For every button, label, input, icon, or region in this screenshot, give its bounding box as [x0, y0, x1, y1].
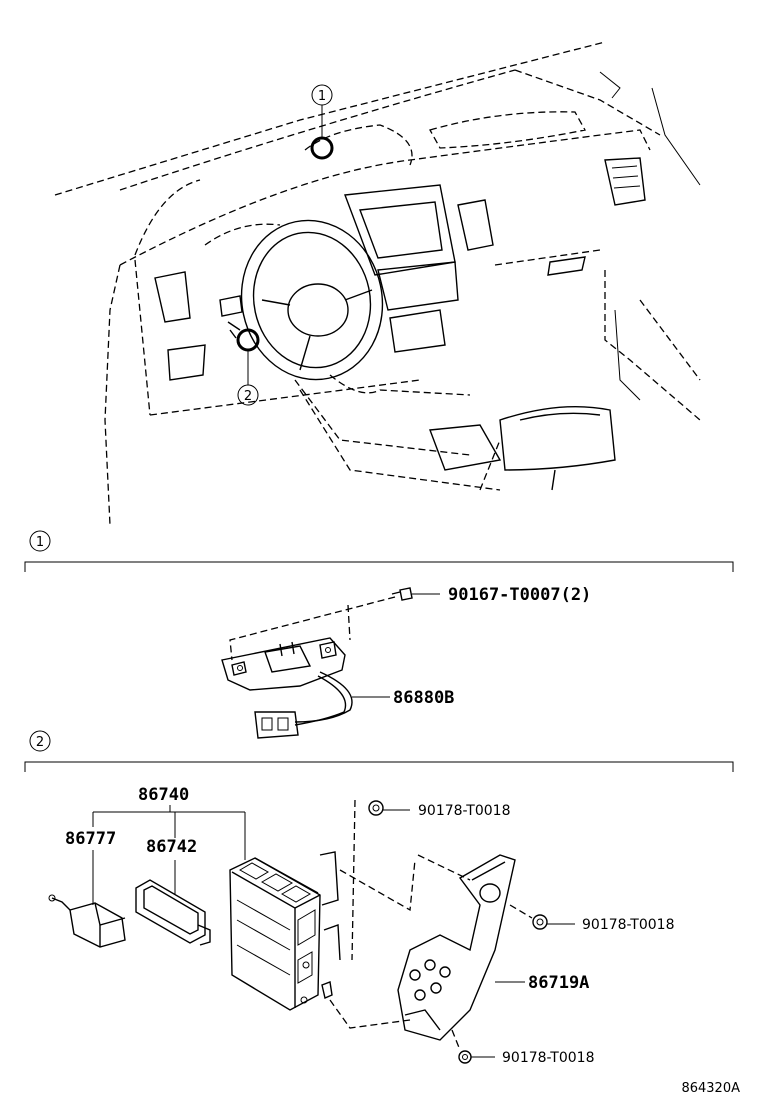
part-label-86719A: 86719A [528, 973, 589, 993]
mounting-bracket-icon [397, 854, 516, 1041]
ecu-module-icon [229, 851, 341, 1011]
nut-icon-top [368, 800, 384, 816]
section-2-marker: 2 [36, 735, 44, 750]
part-label-86742: 86742 [146, 837, 197, 857]
section-2-bracket-line [24, 761, 734, 772]
connector-part-icon [48, 894, 126, 948]
part-label-86880B: 86880B [393, 688, 454, 708]
part-label-90167-T0007: 90167-T0007(2) [448, 585, 591, 605]
section-1: 1 90167-T0007(2) [24, 530, 734, 739]
cover-plate-icon [135, 879, 211, 946]
bolt-icon [391, 587, 413, 601]
nut-icon-bottom [458, 1050, 472, 1064]
part-label-86740: 86740 [138, 785, 189, 805]
part-label-90178-T0018-bottom: 90178-T0018 [502, 1050, 594, 1066]
section-1-bracket-line [24, 561, 734, 572]
callout-1-marker: 1 [310, 84, 334, 160]
part-label-90178-T0018-top: 90178-T0018 [418, 803, 510, 819]
section-2: 2 86740 86777 86742 [24, 730, 734, 1066]
callout-1-number: 1 [318, 89, 326, 104]
nut-icon-right [532, 914, 548, 930]
callout-2-number: 2 [244, 389, 252, 404]
callout-2-marker: 2 [236, 328, 260, 406]
sensor-unit-icon [221, 637, 353, 739]
location-1-indicator [310, 136, 334, 160]
part-label-90178-T0018-right: 90178-T0018 [582, 917, 674, 933]
location-2-indicator [236, 328, 260, 352]
diagram-reference-code: 864320A [681, 1081, 740, 1096]
part-label-86777: 86777 [65, 829, 116, 849]
dashboard-illustration [54, 41, 701, 526]
section-1-marker: 1 [36, 535, 44, 550]
